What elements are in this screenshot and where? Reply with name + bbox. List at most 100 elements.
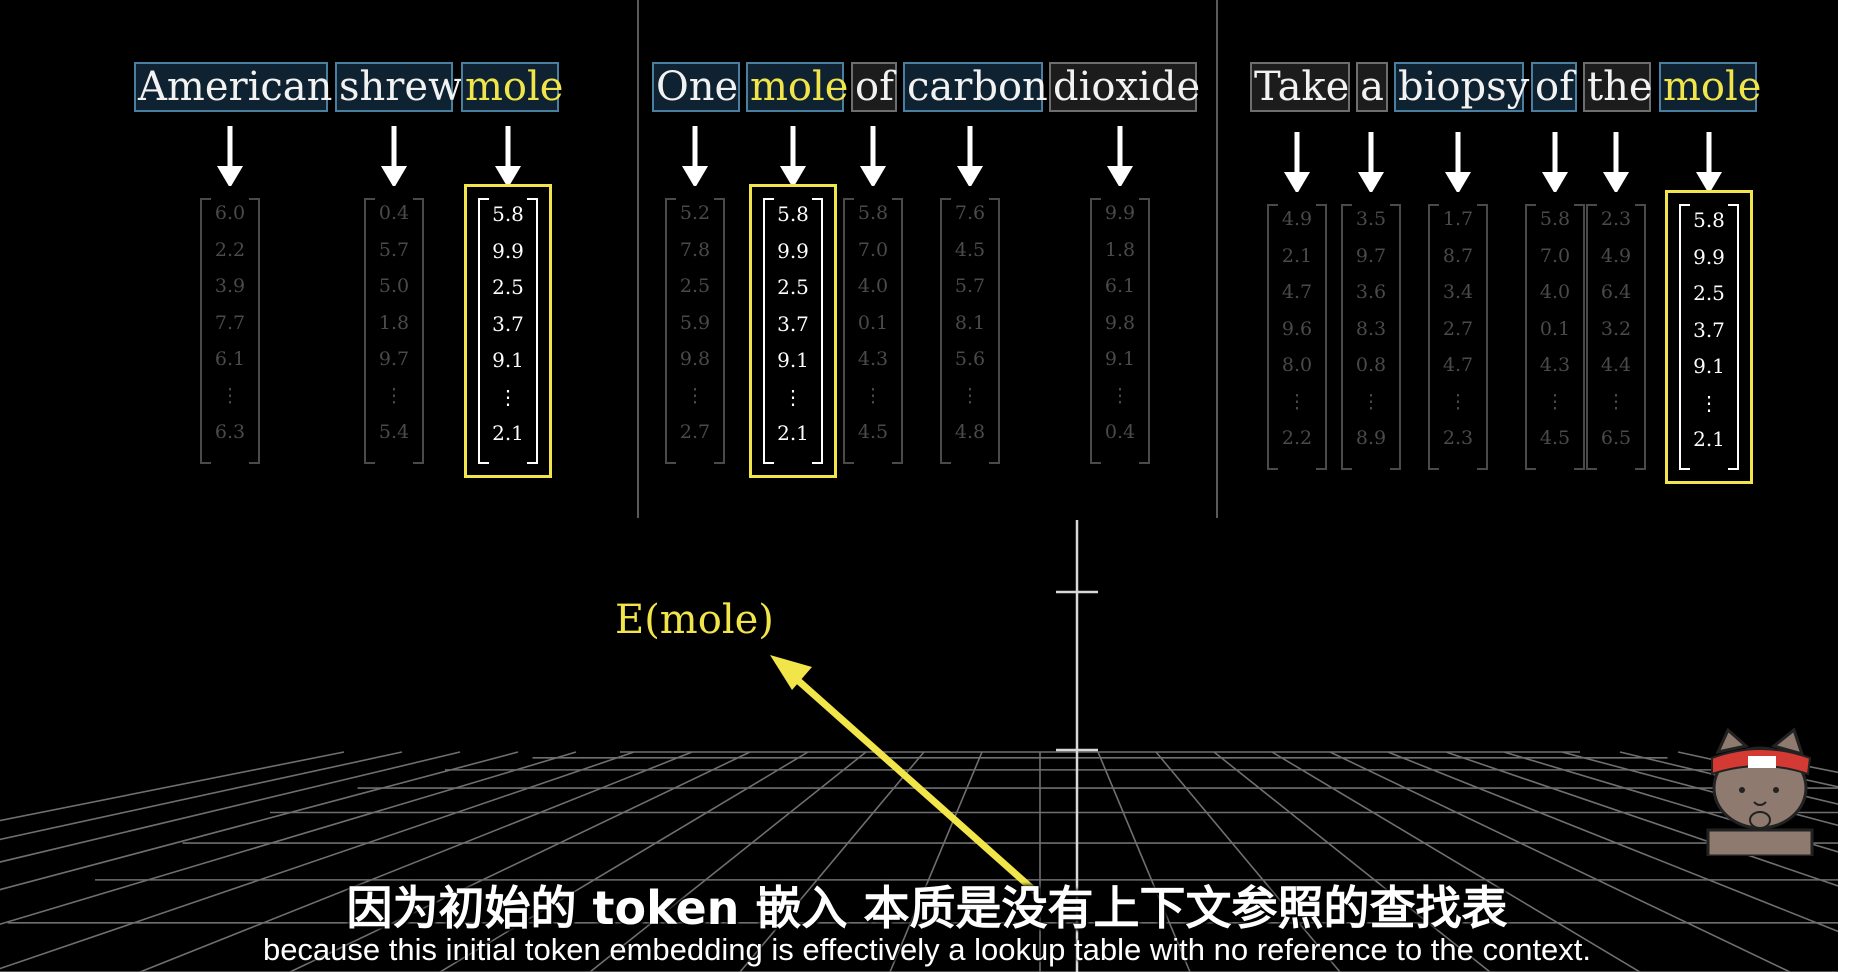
vector-value: 4.3 — [857, 348, 889, 370]
vector-value: 0.8 — [1355, 354, 1387, 376]
vector-value: 9.7 — [378, 348, 410, 370]
vector-value: 7.7 — [214, 311, 246, 334]
bracket-left — [478, 198, 489, 464]
bracket-left — [1586, 204, 1597, 470]
down-arrow-icon — [1107, 126, 1133, 186]
bracket-right — [1316, 204, 1327, 470]
vector-value: 4.7 — [1281, 281, 1313, 303]
vector-value: ⋮ — [783, 384, 803, 409]
vector-value: 3.7 — [777, 311, 809, 336]
bracket-right — [989, 198, 1000, 464]
vector-value: 4.5 — [857, 421, 889, 443]
subtitle-english: because this initial token embedding is … — [262, 932, 1592, 967]
bracket-left — [1090, 198, 1101, 464]
vector-value: 3.5 — [1355, 208, 1387, 230]
vector-value: 2.1 — [1281, 244, 1313, 267]
bracket-left — [665, 198, 676, 464]
vector-value: 5.9 — [679, 311, 711, 334]
vector-value: 6.1 — [1104, 275, 1136, 297]
vector-value: 3.7 — [1693, 317, 1725, 342]
vector-value: ⋮ — [1545, 390, 1565, 413]
vector-value: ⋮ — [863, 384, 883, 407]
vector-value: 2.3 — [1442, 427, 1474, 449]
vector-value: 6.0 — [214, 202, 246, 224]
vector-value: 9.7 — [1355, 244, 1387, 267]
down-arrow-icon — [381, 126, 407, 186]
token-of: of — [851, 62, 897, 112]
vector-value: 4.5 — [954, 238, 986, 261]
down-arrow-icon — [780, 126, 806, 186]
vector-value: 7.8 — [679, 238, 711, 261]
vector-value: 9.9 — [492, 238, 524, 263]
bracket-right — [1728, 204, 1739, 470]
mascot-cat-icon — [1706, 728, 1814, 856]
vector-value: 9.9 — [1693, 244, 1725, 269]
vector-value: 8.3 — [1355, 317, 1387, 340]
vector-value: 3.4 — [1442, 281, 1474, 303]
vector-value: 2.1 — [492, 421, 524, 445]
down-arrow-icon — [957, 126, 983, 186]
vector-value: 4.0 — [857, 275, 889, 297]
vector-value: 6.1 — [214, 348, 246, 370]
vector-value: ⋮ — [1287, 390, 1307, 413]
vector-value: ⋮ — [1110, 384, 1130, 407]
bracket-right — [1477, 204, 1488, 470]
vector-value: 1.8 — [1104, 238, 1136, 261]
bracket-left — [843, 198, 854, 464]
vector-value: 2.7 — [1442, 317, 1474, 340]
token-biopsy: biopsy — [1394, 62, 1529, 112]
vector-value: 2.5 — [679, 275, 711, 297]
vector-value: 5.8 — [1539, 208, 1571, 230]
vector-value: 4.8 — [954, 421, 986, 443]
token-dioxide: dioxide — [1049, 62, 1200, 112]
vector-value: 5.8 — [492, 202, 524, 226]
vector-value: 9.1 — [1104, 348, 1136, 370]
vector-value: 0.1 — [857, 311, 889, 334]
vector-value: 9.1 — [777, 348, 809, 372]
vector-value: 2.2 — [1281, 427, 1313, 449]
vector-value: 9.1 — [492, 348, 524, 372]
vector-value: 8.9 — [1355, 427, 1387, 449]
vector-value: 8.1 — [954, 311, 986, 334]
vector-value: 3.6 — [1355, 281, 1387, 303]
bracket-right — [714, 198, 725, 464]
vector-value: 7.0 — [857, 238, 889, 261]
bracket-right — [812, 198, 823, 464]
vector-value: ⋮ — [1448, 390, 1468, 413]
down-arrow-icon — [1696, 132, 1722, 192]
vector-value: 4.7 — [1442, 354, 1474, 376]
vector-value: 9.9 — [1104, 202, 1136, 224]
bracket-left — [1679, 204, 1690, 470]
bracket-right — [1139, 198, 1150, 464]
vector-value: 2.7 — [679, 421, 711, 443]
down-arrow-icon — [1284, 132, 1310, 192]
down-arrow-icon — [1445, 132, 1471, 192]
vector-value: 5.4 — [378, 421, 410, 443]
right-edge-strip — [1838, 0, 1854, 972]
down-arrow-icon — [682, 126, 708, 186]
vector-value: 7.0 — [1539, 244, 1571, 267]
token-the: the — [1583, 62, 1653, 112]
token-carbon: carbon — [903, 62, 1048, 112]
vector-value: 2.3 — [1600, 208, 1632, 230]
vector-value: 4.0 — [1539, 281, 1571, 303]
vector-value: 5.8 — [1693, 208, 1725, 232]
vector-value: 2.2 — [214, 238, 246, 261]
bracket-left — [763, 198, 774, 464]
bracket-left — [1428, 204, 1439, 470]
vector-value: 4.3 — [1539, 354, 1571, 376]
vector-value: 4.4 — [1600, 354, 1632, 376]
token-shrew: shrew — [335, 62, 462, 112]
vector-label: E(mole) — [615, 597, 774, 643]
vector-value: 2.1 — [777, 421, 809, 445]
vector-value: 6.3 — [214, 421, 246, 443]
bracket-left — [1525, 204, 1536, 470]
vector-value: 2.1 — [1693, 427, 1725, 451]
